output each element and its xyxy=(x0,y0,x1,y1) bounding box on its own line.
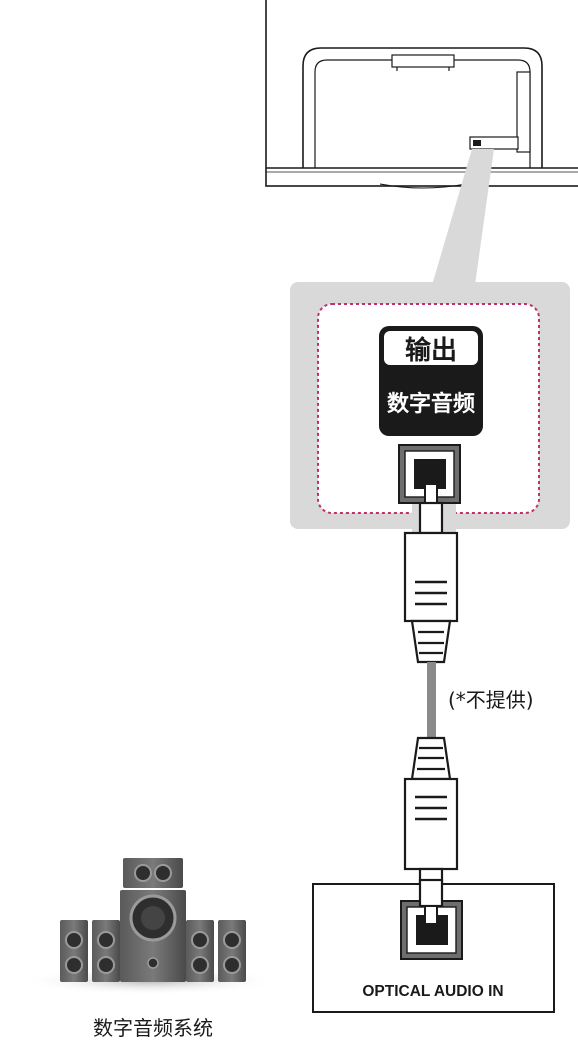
optical-plug-icon xyxy=(403,483,459,664)
audio-device: OPTICAL AUDIO IN xyxy=(312,878,555,1013)
tv-back-icon xyxy=(265,0,578,189)
speaker-system-label: 数字音频系统 xyxy=(93,1016,213,1040)
optical-plug-icon xyxy=(403,736,459,907)
port-label-badge: 输出 数字音频 xyxy=(379,326,483,436)
badge-bottom-label: 数字音频 xyxy=(387,391,475,417)
device-port-label: OPTICAL AUDIO IN xyxy=(362,983,503,1000)
cable-note: (*不提供) xyxy=(448,688,534,712)
zoom-wedge xyxy=(430,149,494,292)
optical-cable xyxy=(427,662,436,738)
badge-top-label: 输出 xyxy=(405,335,457,366)
speaker-system-icon xyxy=(20,858,280,995)
